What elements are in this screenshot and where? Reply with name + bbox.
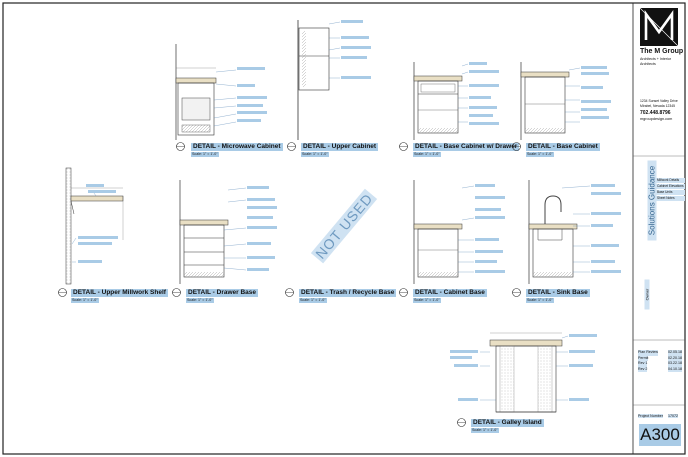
detail-title: DETAIL - Microwave Cabinet bbox=[191, 143, 283, 151]
project-number: 17072 bbox=[668, 414, 678, 418]
detail-scale: Scale: 1" = 1'-0" bbox=[471, 428, 499, 433]
detail-title: DETAIL - Upper Cabinet bbox=[301, 143, 379, 151]
detail-sink-base-drawing bbox=[528, 180, 621, 284]
issue-table: Plan Review 02.05.18 Permit 02.20.18 Rev… bbox=[638, 350, 682, 372]
detail-title: DETAIL - Cabinet Base bbox=[413, 289, 487, 297]
detail-marker bbox=[512, 288, 521, 297]
detail-title: DETAIL - Sink Base bbox=[526, 289, 590, 297]
detail-scale: Scale: 1" = 1'-0" bbox=[526, 298, 554, 303]
issue-row: Plan Review 02.05.18 bbox=[638, 350, 682, 356]
detail-scale: Scale: 1" = 1'-0" bbox=[186, 298, 214, 303]
issue-row: Rev 1 03.22.18 bbox=[638, 361, 682, 367]
firm-tagline: Architects + Interior Architects bbox=[640, 57, 672, 66]
detail-marker bbox=[58, 288, 67, 297]
firm-logo bbox=[639, 7, 679, 47]
detail-title: DETAIL - Galley Island bbox=[471, 419, 544, 427]
detail-marker bbox=[172, 288, 181, 297]
detail-scale: Scale: 1" = 1'-0" bbox=[526, 152, 554, 157]
issue-date: 02.20.18 bbox=[668, 355, 682, 361]
detail-marker bbox=[285, 288, 294, 297]
sheet-number: A300 bbox=[639, 424, 681, 446]
issue-label: Permit bbox=[638, 355, 649, 361]
firm-address-line1: 1234 Sunset Valley Drive bbox=[640, 99, 678, 103]
project-note: Sheet Notes bbox=[656, 196, 685, 201]
issue-date: 02.05.18 bbox=[668, 350, 682, 356]
detail-marker bbox=[399, 288, 408, 297]
issue-row: Permit 02.20.18 bbox=[638, 355, 682, 361]
issue-date: 03.22.18 bbox=[668, 361, 682, 367]
detail-title: DETAIL - Base Cabinet w/ Drawer bbox=[413, 143, 520, 151]
issue-label: Rev 1 bbox=[638, 361, 648, 367]
detail-scale: Scale: 1" = 1'-0" bbox=[413, 152, 441, 157]
detail-upper-millwork-shelf-drawing bbox=[65, 167, 124, 285]
detail-cabinet-base-drawing bbox=[413, 180, 505, 284]
detail-scale: Scale: 1" = 1'-0" bbox=[191, 152, 219, 157]
firm-address-line2: Mirabel, Nevada 12345 bbox=[640, 104, 676, 108]
detail-title: DETAIL - Drawer Base bbox=[186, 289, 259, 297]
detail-upper-cabinet-drawing bbox=[297, 20, 371, 140]
detail-marker bbox=[176, 142, 185, 151]
project-note: Cabinet Elevations bbox=[656, 184, 685, 189]
detail-microwave-cabinet-drawing bbox=[175, 44, 267, 140]
detail-scale: Scale: 1" = 1'-0" bbox=[301, 152, 329, 157]
issue-label: Plan Review bbox=[638, 350, 658, 356]
firm-phone: 702.448.8796 bbox=[640, 110, 671, 116]
issue-row: Rev 2 04.10.18 bbox=[638, 366, 682, 372]
project-number-label: Project Number bbox=[638, 414, 663, 418]
issue-label: Rev 2 bbox=[638, 366, 648, 372]
firm-website: mgroupdesign.com bbox=[640, 117, 673, 121]
owner-label: Owner bbox=[644, 279, 650, 310]
detail-marker bbox=[287, 142, 296, 151]
detail-title: DETAIL - Trash / Recycle Base bbox=[299, 289, 397, 297]
detail-base-cabinet-drawer-drawing bbox=[413, 62, 499, 140]
detail-scale: Scale: 1" = 1'-0" bbox=[413, 298, 441, 303]
detail-title: DETAIL - Upper Millwork Shelf bbox=[71, 289, 168, 297]
detail-marker bbox=[457, 418, 466, 427]
firm-name: The M Group bbox=[640, 48, 684, 55]
issue-date: 04.10.18 bbox=[668, 366, 682, 372]
detail-galley-island-drawing bbox=[450, 332, 597, 413]
detail-scale: Scale: 1" = 1'-0" bbox=[299, 298, 327, 303]
detail-marker bbox=[399, 142, 408, 151]
project-note: Base Units bbox=[656, 190, 685, 195]
detail-title: DETAIL - Base Cabinet bbox=[526, 143, 600, 151]
detail-marker bbox=[512, 142, 521, 151]
detail-scale: Scale: 1" = 1'-0" bbox=[71, 298, 99, 303]
project-note: Millwork Details bbox=[656, 178, 685, 183]
detail-base-cabinet-drawing bbox=[520, 62, 611, 140]
detail-drawer-base-drawing bbox=[179, 180, 277, 284]
